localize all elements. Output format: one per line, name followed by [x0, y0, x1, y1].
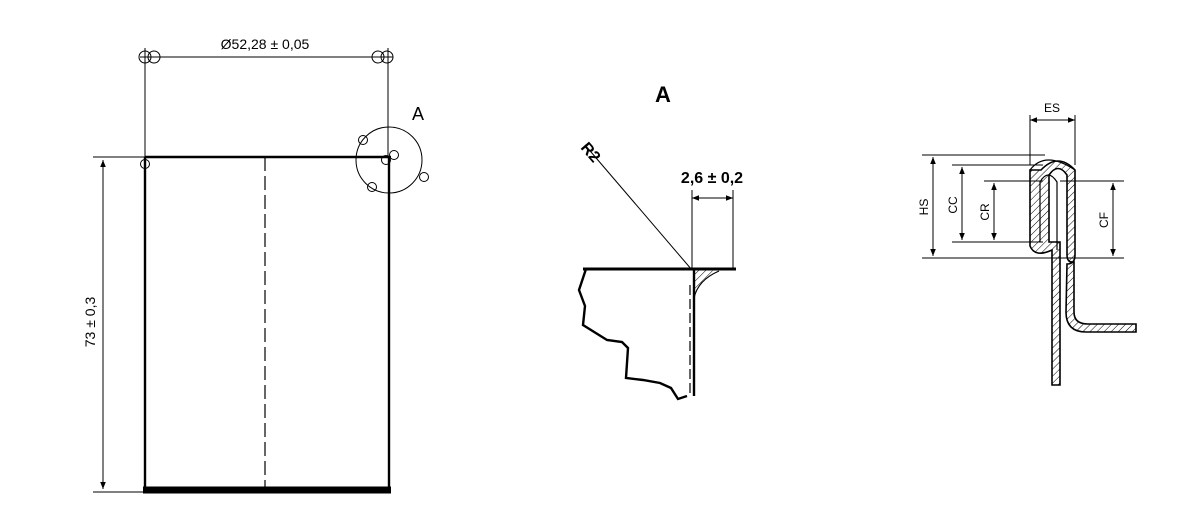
es-label: ES	[1044, 101, 1060, 115]
cf-label: CF	[1097, 212, 1111, 228]
detail-fillet-hatch	[694, 270, 719, 298]
diameter-arrow-circles	[138, 50, 394, 64]
cc-label: CC	[946, 196, 960, 214]
seam-inner-curl	[1039, 174, 1058, 250]
hs-label: HS	[917, 199, 931, 216]
diameter-dimension-text: Ø52,28 ± 0,05	[221, 36, 310, 52]
width-dimension-text: 2,6 ± 0,2	[681, 170, 743, 187]
detail-a-marker-label: A	[412, 104, 424, 124]
detail-a-view: A R2 2,6 ± 0,2	[577, 82, 743, 401]
break-outline	[577, 268, 688, 401]
seam-hatched-body	[1029, 160, 1137, 386]
height-dimension-text: 73 ± 0,3	[82, 297, 98, 348]
seam-outer-crown	[1029, 159, 1076, 171]
can-body-view: Ø52,28 ± 0,05 73 ± 0,3 A	[82, 36, 429, 494]
detail-a-circle	[355, 126, 423, 194]
seam-section-view: ES HS CC CR CF	[917, 101, 1137, 386]
detail-a-points	[140, 135, 429, 192]
radius-leader-line	[584, 144, 693, 271]
detail-a-title: A	[655, 82, 671, 107]
cr-label: CR	[978, 203, 992, 221]
